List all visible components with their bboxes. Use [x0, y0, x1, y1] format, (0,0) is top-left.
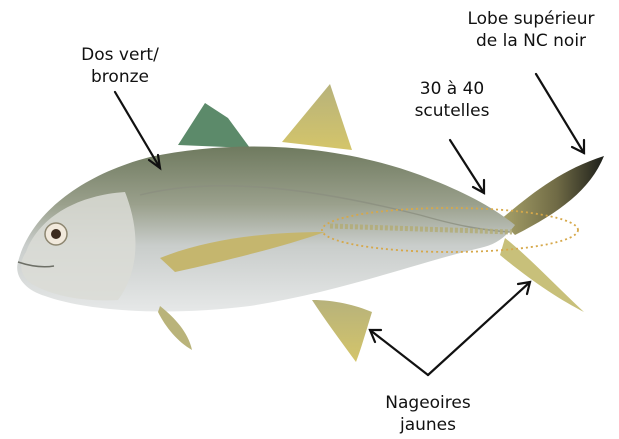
fins-label: Nageoires jaunes	[370, 392, 486, 436]
scutes-label-line2: scutelles	[397, 100, 507, 122]
back-color-label-line1: Dos vert/	[60, 44, 180, 66]
scutes-label: 30 à 40 scutelles	[397, 78, 507, 122]
second-dorsal-fin	[282, 84, 352, 150]
scutes-arrowhead	[473, 180, 484, 193]
back-color-label-line2: bronze	[60, 66, 180, 88]
caudal-lobe-label-line1: Lobe supérieur	[448, 8, 614, 30]
fins-label-line1: Nageoires	[370, 392, 486, 414]
pupil	[51, 229, 61, 239]
scutes-arrow	[450, 140, 484, 193]
fins-right-arrow	[428, 282, 530, 375]
back-color-label: Dos vert/ bronze	[60, 44, 180, 88]
first-dorsal-fin	[178, 103, 250, 148]
anal-fin	[312, 300, 372, 362]
caudal-lobe-label-line2: de la NC noir	[448, 30, 614, 52]
scutes-label-line1: 30 à 40	[397, 78, 507, 100]
fins-label-line2: jaunes	[370, 414, 486, 436]
caudal-lobe-label: Lobe supérieur de la NC noir	[448, 8, 614, 52]
back-arrow	[115, 92, 160, 168]
upper-caudal-lobe	[500, 156, 604, 235]
caudal-lobe-arrow	[536, 74, 584, 153]
pelvic-fin	[158, 306, 192, 350]
operculum	[21, 192, 135, 300]
fins-left-arrow	[370, 330, 428, 375]
